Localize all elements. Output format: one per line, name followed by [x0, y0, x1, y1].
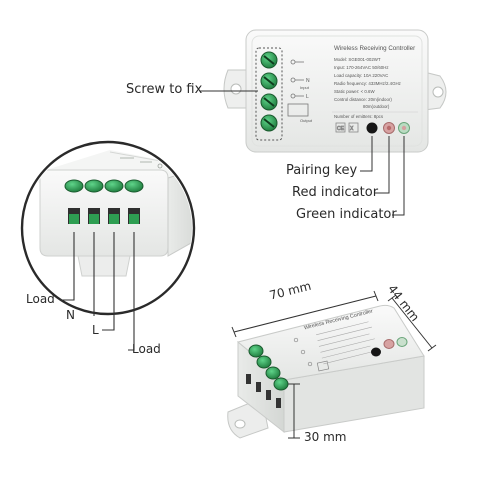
- n-tag: N: [306, 78, 310, 84]
- label-radio: Radio frequency: 433MHz/2.4GHz: [334, 81, 401, 86]
- terminal-frame: [255, 47, 283, 141]
- svg-text:X: X: [350, 126, 354, 132]
- label-title: Wireless Receiving Controller: [334, 45, 415, 52]
- label-distance-2: 80m(outdoor): [363, 104, 390, 109]
- spec-label: Wireless Receiving Controller Model: SGE…: [332, 45, 418, 119]
- magnified-screws: [64, 179, 144, 193]
- callout-n: N: [66, 308, 75, 322]
- magnified-terminal-holes: [68, 208, 140, 224]
- label-distance: Control distance: 20m(indoor): [334, 97, 392, 102]
- magnified-detail: [20, 140, 196, 316]
- label-input: Input: 170-264VAC 50/60Hz: [334, 65, 389, 70]
- callout-load-left: Load: [26, 292, 55, 306]
- callout-screw-to-fix: Screw to fix: [126, 82, 203, 97]
- output-tag: Output: [300, 118, 313, 123]
- svg-text:CE: CE: [337, 126, 345, 132]
- bottom-product: Wireless Receiving Controller: [227, 304, 425, 439]
- bottom-screws: [248, 344, 289, 391]
- wire-lines: [60, 232, 135, 351]
- top-terminal-screws: [260, 51, 278, 132]
- label-emitters: Number of emitters: 8pcs: [334, 114, 384, 119]
- bottom-red-led: [383, 339, 395, 349]
- dimension-height: 30 mm: [304, 430, 347, 444]
- bottom-pairing-key: [371, 347, 381, 357]
- callout-red-indicator: Red indicator: [292, 185, 379, 200]
- pairing-key: [366, 122, 378, 134]
- input-tag: Input: [300, 85, 310, 90]
- callout-pairing-key: Pairing key: [286, 163, 358, 178]
- label-model: Model: SGE001-002WT: [334, 57, 381, 62]
- l-tag: L: [306, 94, 309, 100]
- bottom-terminal-holes: [246, 374, 281, 408]
- callout-green-indicator: Green indicator: [296, 207, 397, 222]
- callout-l: L: [92, 323, 99, 337]
- top-product: N Input L Output Wireless Receiving Cont…: [223, 29, 447, 153]
- dimension-lines: [231, 290, 437, 439]
- certification-icons: CE X: [335, 122, 359, 133]
- indicator-callout-lines: [360, 136, 405, 216]
- label-power: Static power: < 0.6W: [334, 89, 375, 94]
- label-load: Load capacity: 10A 220VAC: [334, 73, 388, 78]
- callout-load-right: Load: [132, 342, 161, 356]
- bottom-green-led: [396, 337, 408, 347]
